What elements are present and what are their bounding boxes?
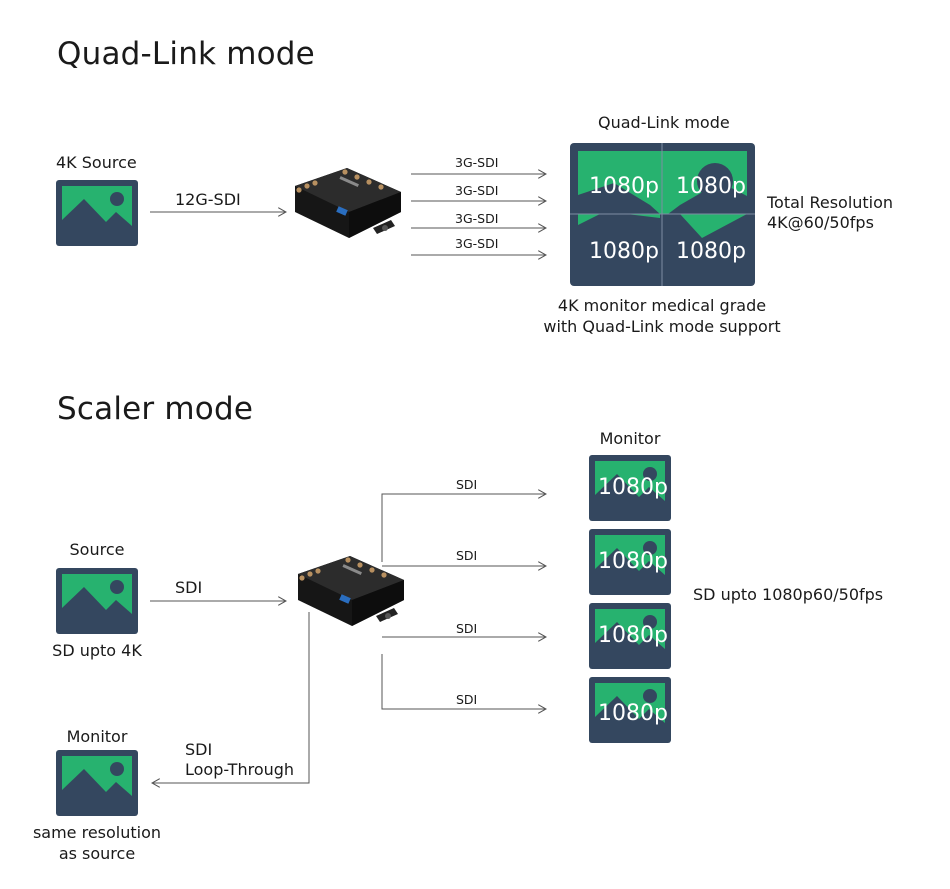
quadrant-resolution: 1080p: [676, 239, 746, 264]
quad-monitor: [570, 143, 755, 286]
loop-through-arrow: [152, 612, 310, 783]
quad-section-title: Quad-Link mode: [57, 36, 315, 72]
monitor-resolution: 1080p: [598, 701, 668, 726]
monitor-resolution: 1080p: [598, 623, 668, 648]
output-link-label: 3G-SDI: [455, 211, 499, 226]
output-link-label: 3G-SDI: [455, 155, 499, 170]
output-link-label: SDI: [456, 692, 478, 707]
output-arrow: [381, 494, 546, 562]
output-link-label: SDI: [456, 477, 478, 492]
scaler-section-title: Scaler mode: [57, 391, 254, 427]
output-arrow: [381, 654, 546, 709]
quadrant-resolution: 1080p: [676, 174, 746, 199]
total-resolution-label: Total Resolution: [767, 193, 894, 212]
loop-through-label: SDI: [185, 740, 213, 759]
source-label: 4K Source: [56, 153, 137, 172]
loop-monitor-label: Monitor: [66, 727, 128, 746]
output-link-label: 3G-SDI: [455, 236, 499, 251]
source-caption: SD upto 4K: [52, 641, 142, 660]
monitor-title: Monitor: [599, 429, 661, 448]
monitor-caption: 4K monitor medical grade: [557, 296, 767, 315]
source-image-icon: [56, 568, 138, 634]
total-resolution-value: 4K@60/50fps: [767, 213, 874, 232]
quadrant-resolution: 1080p: [589, 174, 659, 199]
converter-device: [295, 168, 401, 238]
output-link-label: SDI: [456, 548, 478, 563]
monitor-resolution: 1080p: [598, 475, 668, 500]
output-link-label: 3G-SDI: [455, 183, 499, 198]
loop-caption: same resolution: [32, 823, 162, 842]
source-image-icon: [56, 180, 138, 246]
input-link-label: 12G-SDI: [175, 190, 241, 209]
quadrant-resolution: 1080p: [589, 239, 659, 264]
loop-caption: as source: [58, 844, 136, 863]
source-label: Source: [69, 540, 125, 559]
monitor-caption: with Quad-Link mode support: [543, 317, 781, 336]
loop-through-label: Loop-Through: [185, 760, 295, 779]
output-link-label: SDI: [456, 621, 478, 636]
loop-monitor-icon: [56, 750, 138, 816]
monitor-resolution: 1080p: [598, 549, 668, 574]
output-caption: SD upto 1080p60/50fps: [693, 585, 884, 604]
quad-monitor-title: Quad-Link mode: [598, 113, 730, 132]
input-link-label: SDI: [175, 578, 203, 597]
